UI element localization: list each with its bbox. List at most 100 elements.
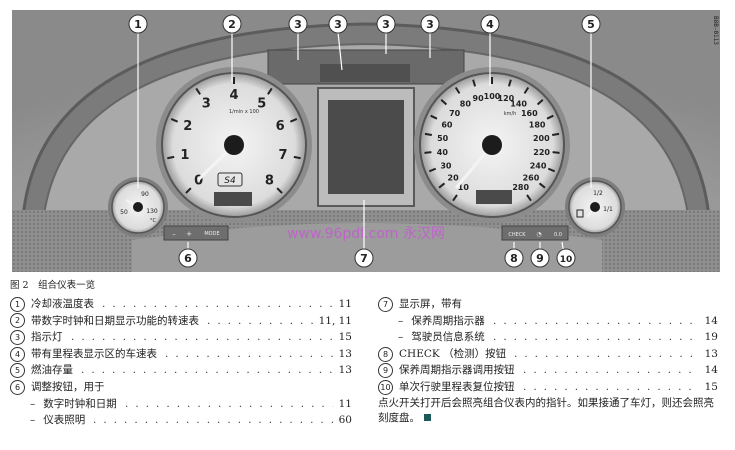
warning-lamp-center — [320, 64, 410, 82]
legend-label: 数字时钟和日期 — [30, 398, 117, 410]
illumination-note: 点火开关打开后会照亮组合仪表内的指针。如果接通了车灯，则还会照亮刻度盘。 — [378, 396, 718, 426]
speed-number: 200 — [533, 134, 550, 143]
tach-tick — [170, 118, 179, 123]
speed-tick — [428, 167, 437, 173]
trip-reset-button[interactable]: 0.0 — [554, 232, 562, 238]
dot-leader: ........................................… — [165, 347, 333, 360]
callout-circle — [354, 248, 374, 268]
service-interval-button[interactable]: ◔ — [536, 231, 541, 238]
speed-number: 10 — [458, 183, 470, 192]
callout-number: 5 — [587, 18, 595, 31]
speed-number: 180 — [529, 120, 546, 129]
callout-circle — [328, 14, 348, 34]
callout-number: 8 — [510, 252, 518, 265]
speed-tick — [546, 114, 554, 120]
dot-leader: ........................................… — [102, 298, 333, 310]
legend-label: CHECK （检测）按钮 — [399, 347, 507, 360]
dot-leader: ........................................… — [514, 347, 699, 360]
speed-tick — [438, 182, 446, 189]
plus-button[interactable]: + — [186, 230, 192, 238]
speed-tick — [430, 114, 438, 120]
illumination-note-text: 点火开关打开后会照亮组合仪表内的指针。如果接通了车灯，则还会照亮刻度盘。 — [378, 396, 714, 424]
minus-button[interactable]: – — [172, 230, 176, 238]
odometer-display — [476, 190, 512, 204]
legend-page-number: 11 — [338, 298, 352, 310]
callout-circle — [178, 248, 198, 268]
speed-tick — [507, 79, 512, 87]
tach-number: 2 — [183, 119, 192, 134]
clock-display — [214, 192, 252, 206]
callout-lines — [137, 31, 592, 255]
callout-circle — [480, 14, 500, 34]
legend-page-number: 11, 11 — [318, 314, 352, 327]
legend-page-number: 15 — [704, 380, 718, 393]
legend-page-number: 13 — [338, 364, 352, 377]
tach-number: 8 — [265, 173, 274, 188]
tach-number: 6 — [276, 119, 285, 134]
dot-leader: ........................................… — [523, 364, 699, 377]
speed-tick — [440, 99, 448, 106]
tach-tick — [267, 87, 273, 95]
speed-tick — [536, 99, 544, 106]
legend-number: 4 — [10, 346, 25, 362]
legend-number: 1 — [10, 296, 25, 312]
speed-number: 140 — [510, 100, 527, 109]
tach-number: 0 — [194, 173, 203, 188]
speed-number: 100 — [484, 92, 501, 101]
legend-number: 2 — [10, 313, 25, 329]
speed-tick — [424, 132, 432, 136]
speed-tick — [523, 86, 530, 94]
callout-number: 1 — [134, 18, 142, 31]
center-display — [317, 87, 415, 207]
tach-number: 7 — [279, 148, 288, 163]
end-mark-icon — [424, 414, 431, 422]
legend-label: 仪表照明 — [30, 414, 85, 426]
callout-number: 3 — [382, 18, 390, 31]
coolant-temperature-gauge: 50 90 130 °C — [108, 177, 168, 237]
tach-number: 1 — [180, 148, 189, 163]
speed-tick — [552, 151, 560, 154]
right-buttons[interactable]: CHECK ◔ 0.0 — [501, 225, 569, 241]
legend-page-number: 14 — [704, 314, 718, 327]
legend-number: 9 — [378, 363, 393, 379]
fuel-pump-icon — [576, 209, 584, 218]
dot-leader: ........................................… — [125, 397, 333, 410]
temp-50-label: 50 — [120, 209, 128, 216]
fuel-full-label: 1/1 — [603, 206, 613, 213]
dot-leader: ........................................… — [81, 364, 333, 377]
legend-label: 调整按钮，用于 — [31, 380, 105, 393]
legend-page-number: 60 — [338, 414, 352, 427]
legend-label: 单次行驶里程表复位按钮 — [399, 380, 515, 393]
speed-tick — [538, 182, 546, 189]
legend-item: 5燃油存量13.................................… — [10, 362, 352, 379]
callout-number: 3 — [426, 18, 434, 31]
callout-number: 9 — [536, 252, 544, 265]
speed-hub — [482, 135, 502, 155]
legend-label: 显示屏，带有 — [399, 298, 462, 310]
callout-circle — [530, 248, 550, 268]
adjust-buttons[interactable]: – + MODE — [163, 225, 229, 241]
callout-number: 3 — [294, 18, 302, 31]
legend-number: 5 — [10, 363, 25, 379]
tach-tick — [195, 87, 201, 95]
speed-number: 240 — [530, 161, 547, 170]
legend-label: 冷却液温度表 — [31, 298, 94, 310]
speed-tick — [526, 194, 532, 202]
tach-number: 4 — [229, 88, 238, 103]
speed-tick — [472, 79, 477, 87]
dot-leader: ........................................… — [493, 314, 699, 327]
speed-number: 120 — [498, 94, 515, 103]
temp-130-label: 130 — [146, 208, 158, 215]
dot-leader: ........................................… — [93, 414, 333, 427]
legend-label: 保养周期指示器调用按钮 — [399, 364, 515, 377]
legend-subitem: 仪表照明 60..................................… — [10, 412, 352, 429]
tach-hub — [224, 135, 244, 155]
mode-button[interactable]: MODE — [204, 231, 219, 237]
legend-label: 指示灯 — [31, 331, 63, 344]
check-button[interactable]: CHECK — [508, 232, 526, 238]
callout-circle — [222, 14, 242, 34]
legend-label: 带数字时钟和日期显示功能的转速表 — [31, 314, 199, 327]
speed-number: 80 — [460, 100, 472, 109]
